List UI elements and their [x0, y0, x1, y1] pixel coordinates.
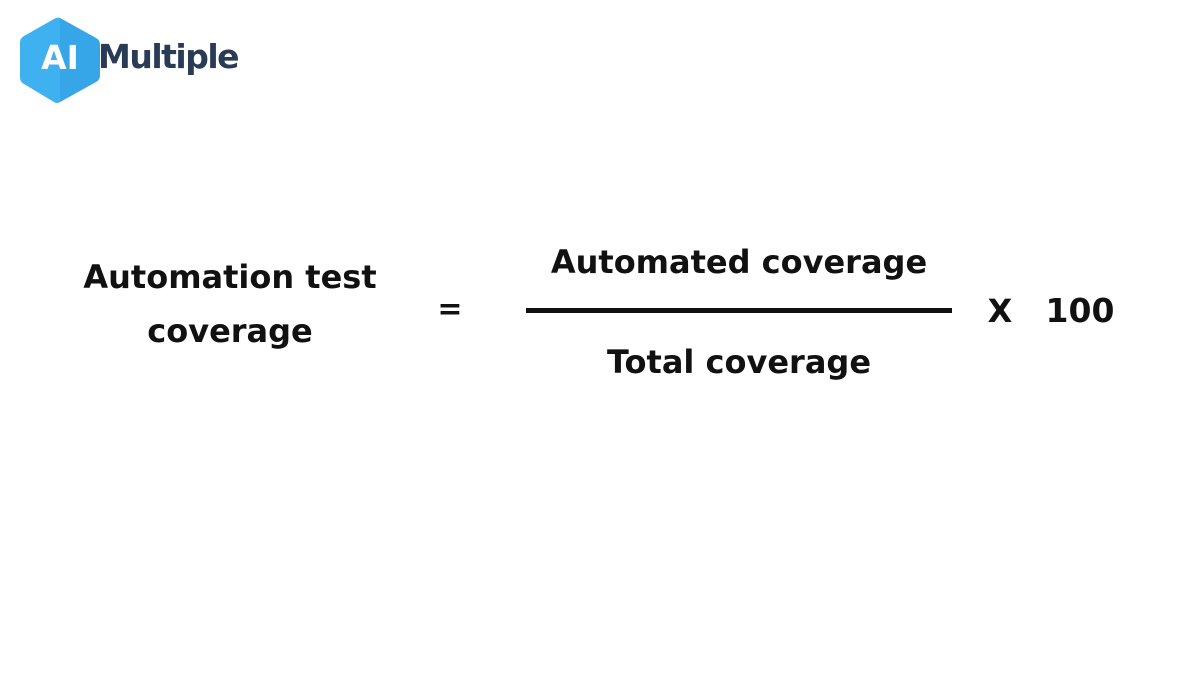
equals-sign: = [437, 292, 463, 327]
multiply-sign: X [987, 292, 1013, 330]
hexagon-logo-icon [20, 17, 100, 104]
logo-mark-text: AI [41, 38, 79, 77]
multiplier-value: 100 [1045, 291, 1115, 330]
logo-wordmark: Multiple [98, 37, 240, 76]
fraction-denominator: Total coverage [606, 343, 872, 381]
fraction-bar [526, 308, 952, 313]
lhs-line-1: Automation test [83, 258, 377, 296]
fraction-numerator: Automated coverage [550, 243, 928, 281]
lhs-line-2: coverage [147, 312, 313, 350]
ai-multiple-logo: AI Multiple [16, 14, 266, 106]
formula-left-side: Automation test coverage [40, 250, 420, 358]
